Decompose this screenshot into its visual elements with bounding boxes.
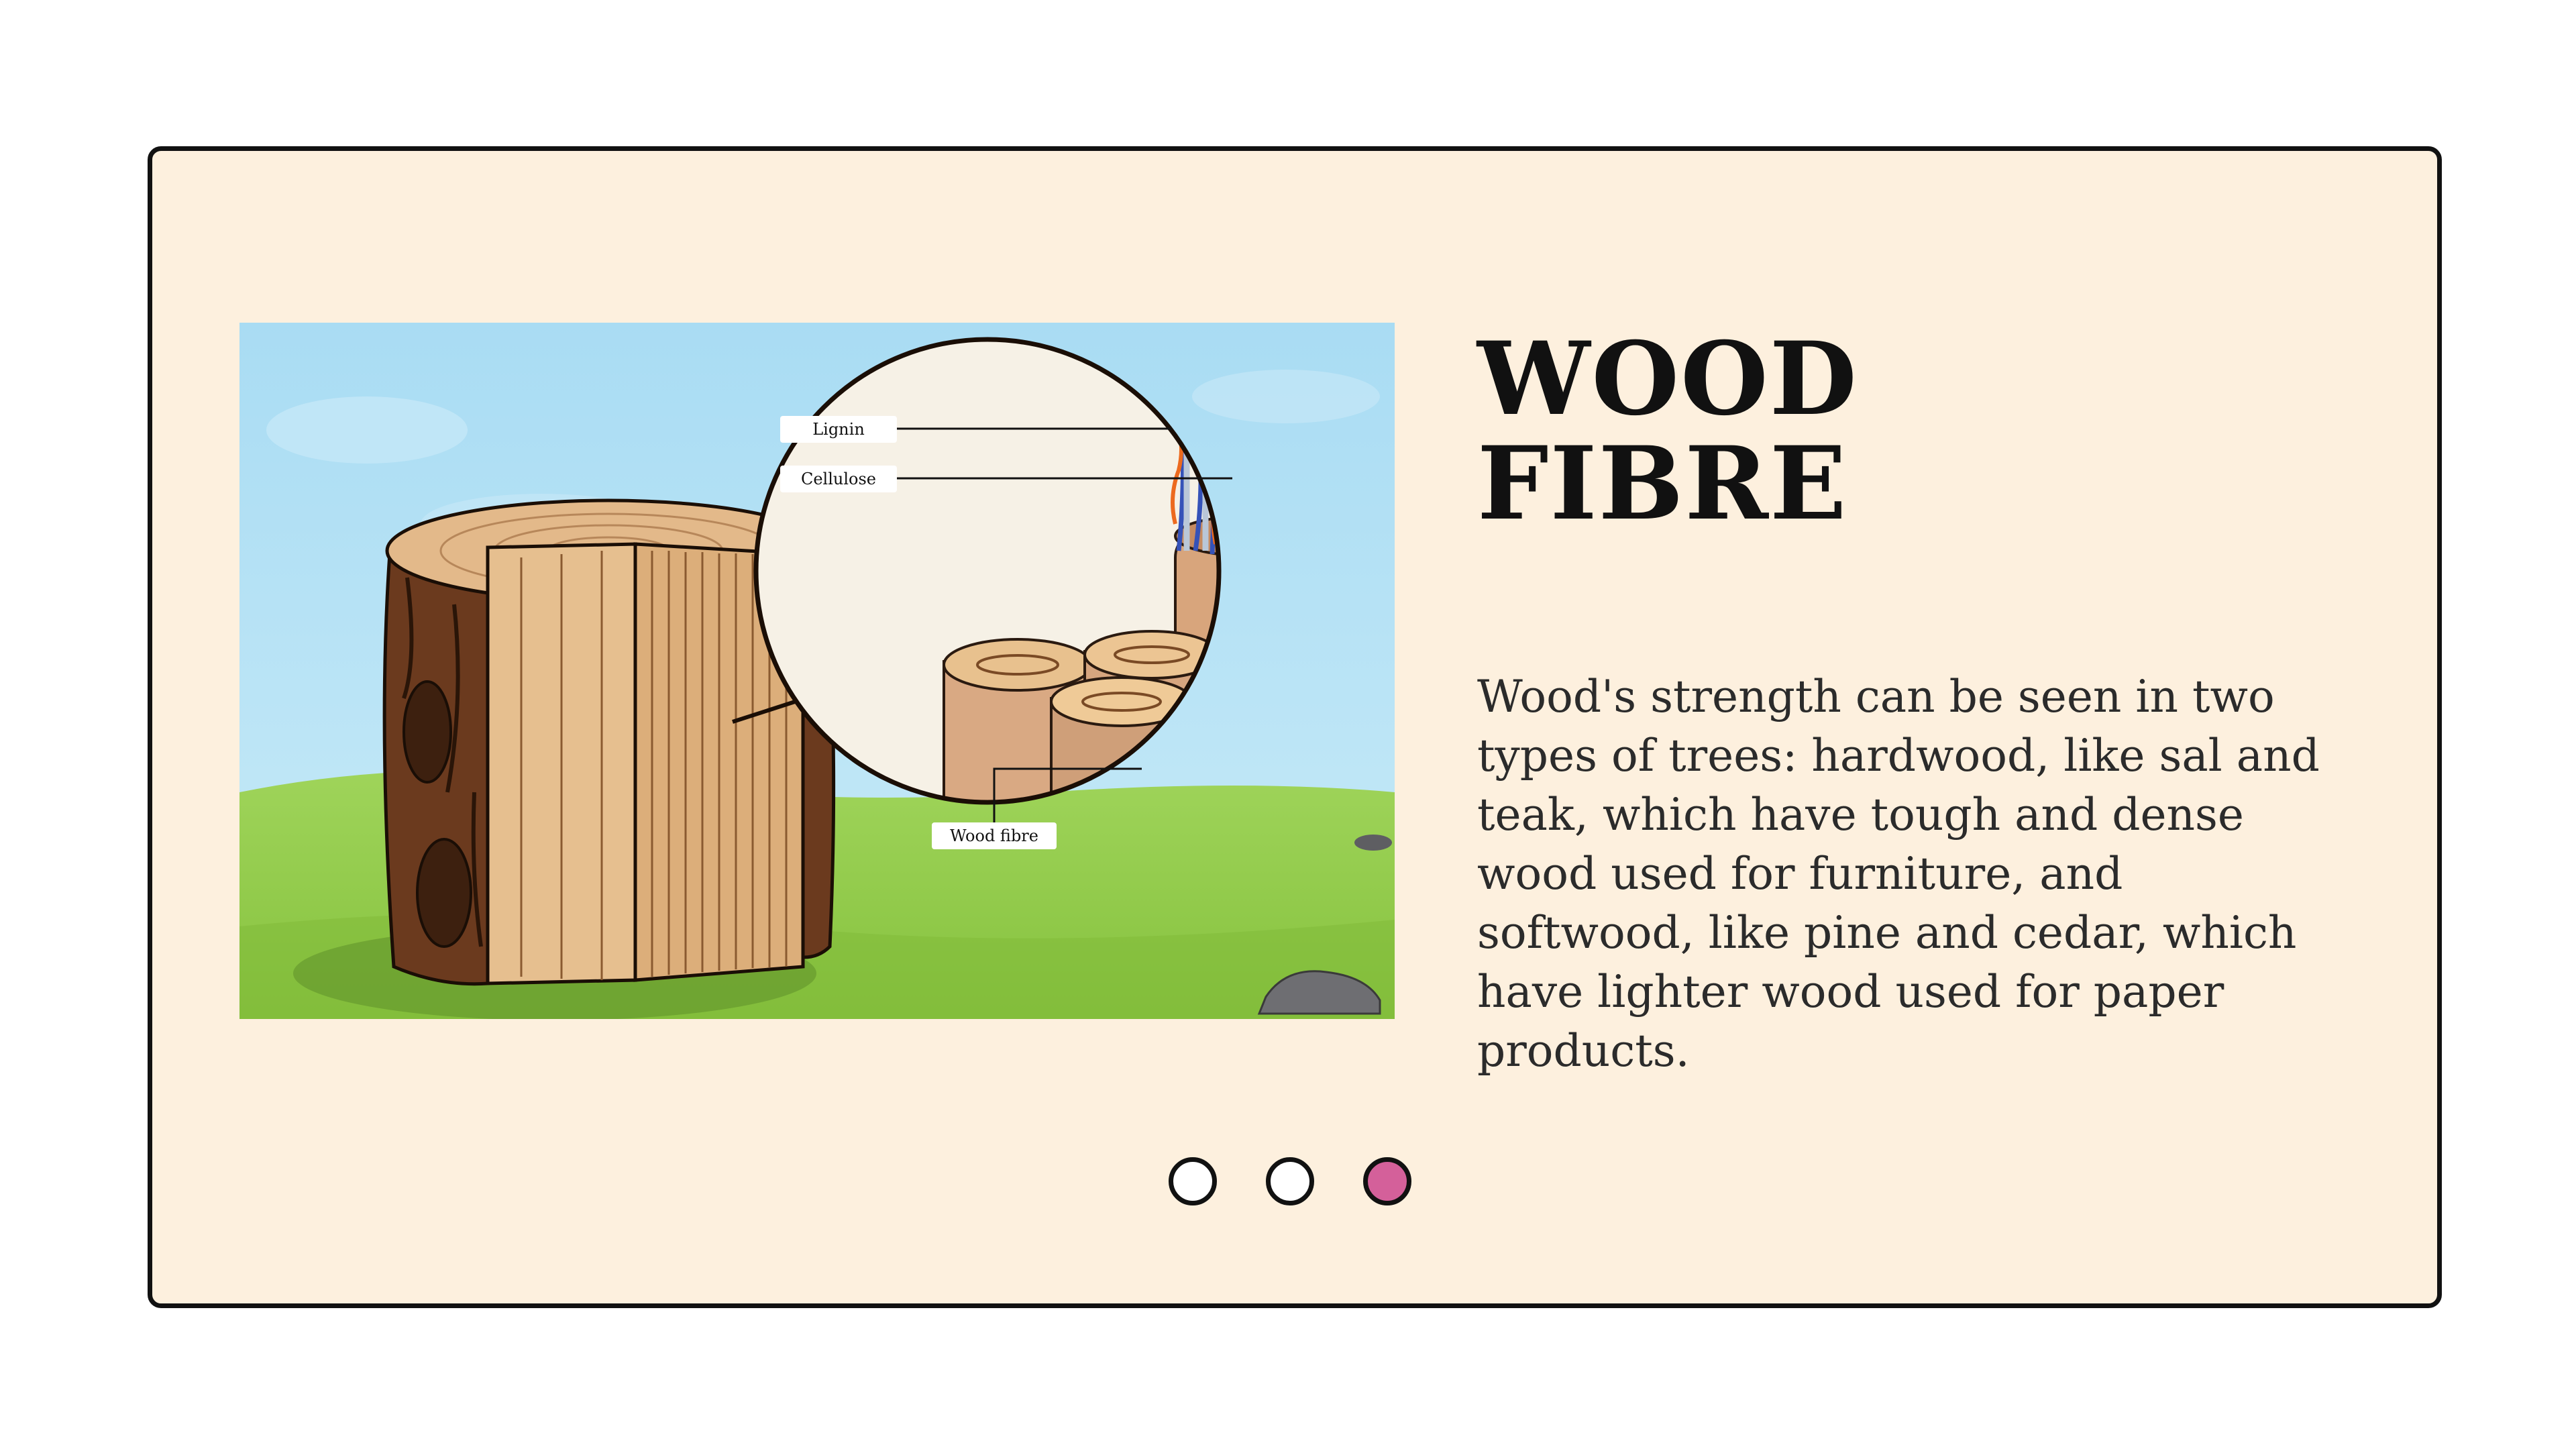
cellulose-label: Cellulose xyxy=(801,470,876,488)
cloud xyxy=(1192,370,1380,423)
pagination-dot-1[interactable] xyxy=(1169,1157,1217,1205)
bark-lines xyxy=(402,577,483,947)
title-line-2: FIBRE xyxy=(1477,425,1848,543)
pagination-dot-3-active[interactable] xyxy=(1363,1157,1411,1205)
rock xyxy=(1257,970,1381,1015)
illustration-svg: Lignin Cellulose Wood fibre xyxy=(239,323,1395,1019)
magnifier-rim xyxy=(753,337,1222,805)
lignin-label-box xyxy=(780,416,897,443)
title-line-1: WOOD xyxy=(1477,320,1858,438)
cellulose-label-box xyxy=(780,466,897,492)
cloud xyxy=(266,396,468,464)
slide-title: WOOD FIBRE xyxy=(1477,327,1858,536)
rock xyxy=(1354,835,1392,851)
wood-fibre-leader-line xyxy=(993,767,1142,822)
slide-description: Wood's strength can be seen in two types… xyxy=(1477,671,2320,1077)
bark-knot xyxy=(416,838,472,948)
pagination-dot-2[interactable] xyxy=(1266,1157,1314,1205)
wood-fibre-illustration: Lignin Cellulose Wood fibre xyxy=(239,323,1395,1019)
pagination-dots xyxy=(1169,1157,1411,1205)
wood-fibre-label: Wood fibre xyxy=(950,826,1038,845)
lignin-label: Lignin xyxy=(812,420,865,439)
bark-knot xyxy=(402,680,452,784)
wood-fibre-label-box xyxy=(932,822,1057,849)
slide-card: Lignin Cellulose Wood fibre WOOD FIBRE W… xyxy=(148,146,2442,1308)
